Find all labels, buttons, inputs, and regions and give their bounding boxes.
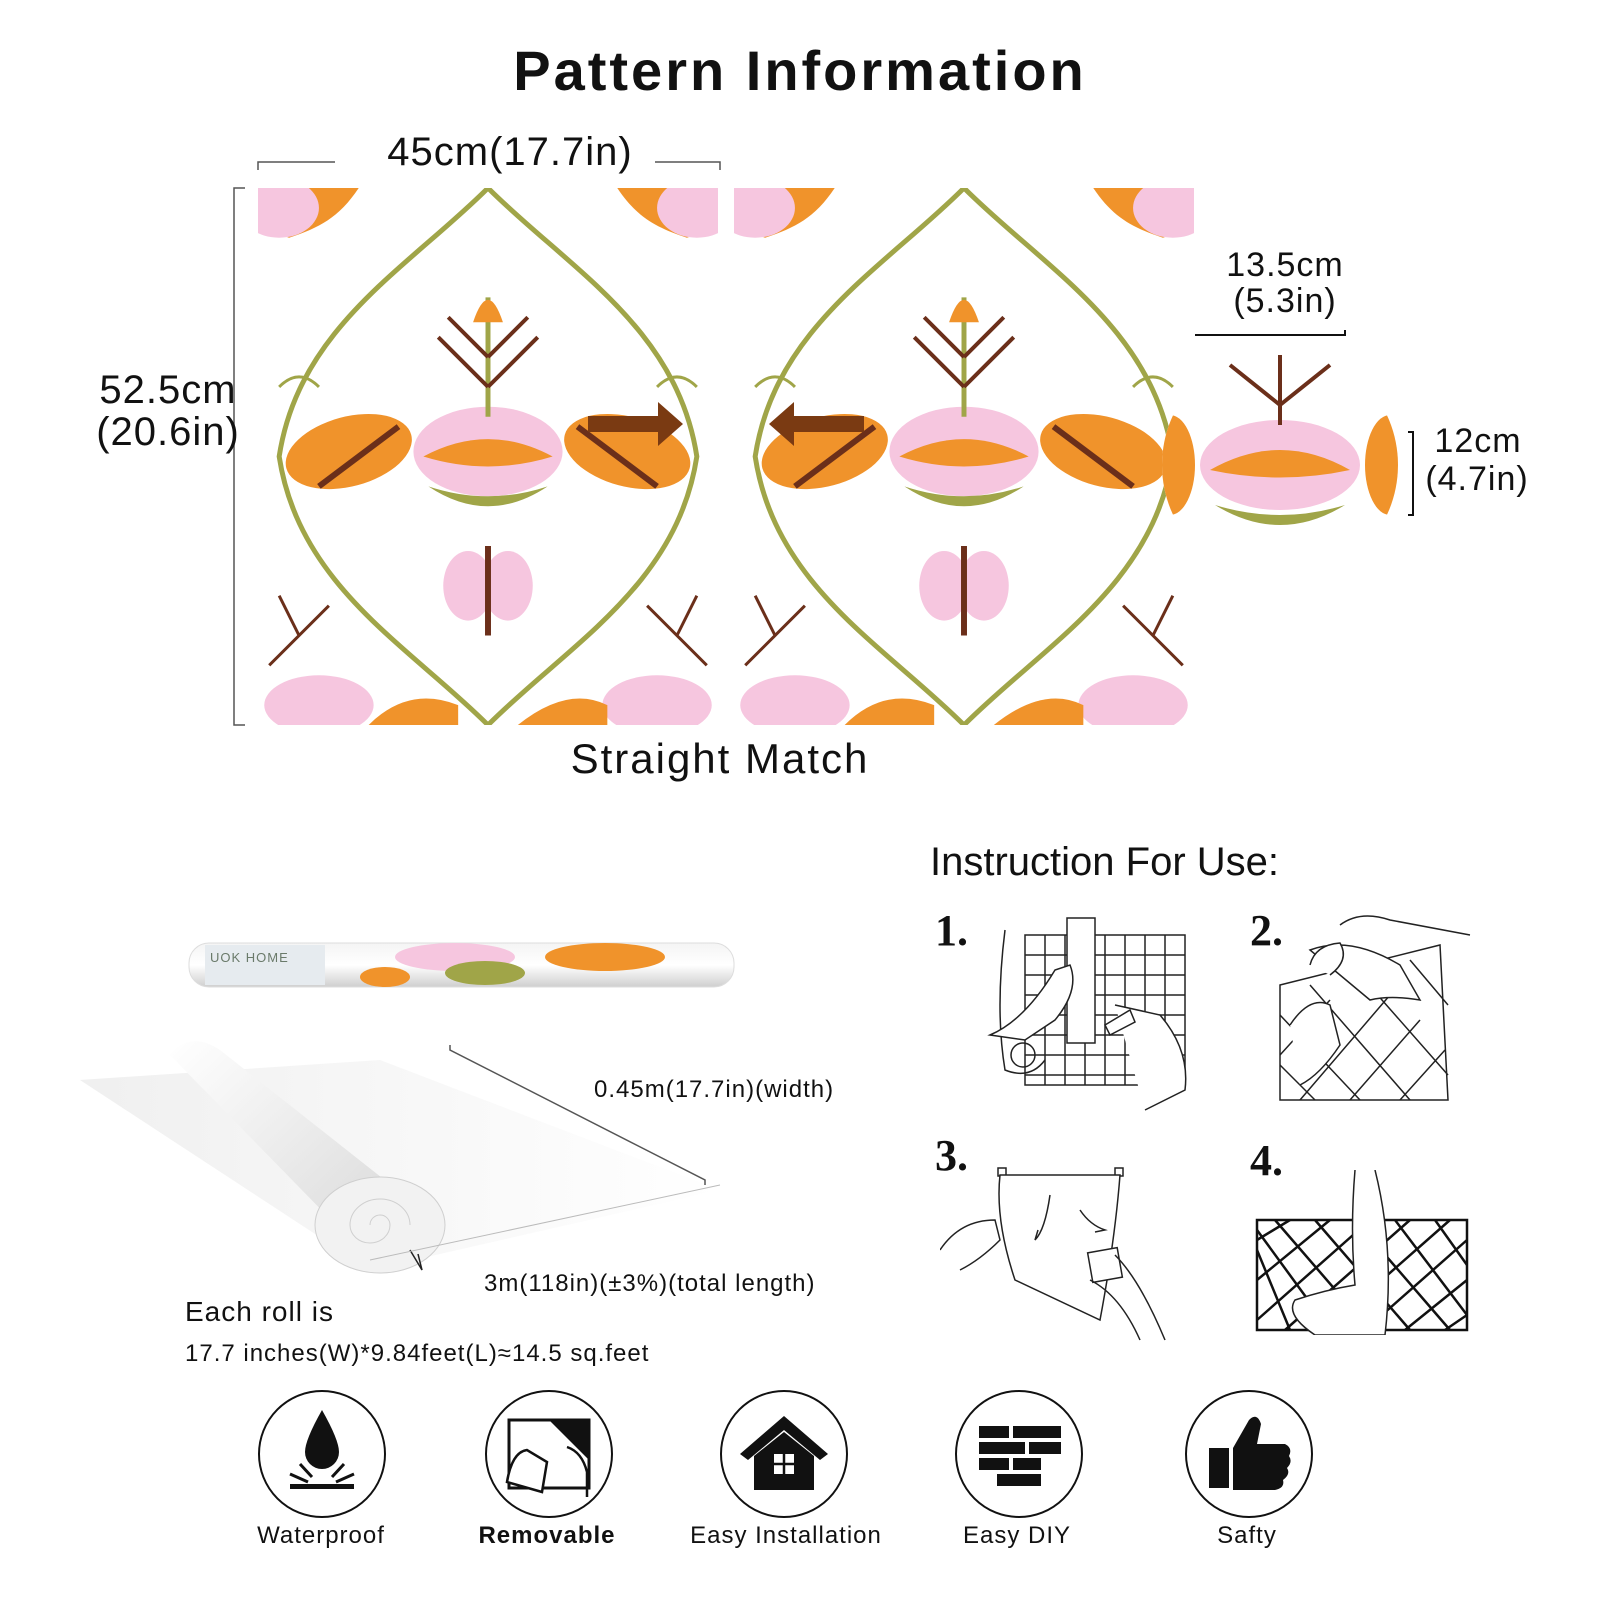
feature-easy-diy-label: Easy DIY: [962, 1522, 1072, 1549]
roll-brand: UOK HOME: [210, 950, 289, 965]
roll-size-detail: 17.7 inches(W)*9.84feet(L)≈14.5 sq.feet: [185, 1340, 650, 1367]
feature-safty-badge: [1185, 1390, 1313, 1518]
pattern-height-cm: 52.5cm: [99, 368, 237, 412]
step-1-number: 1.: [935, 906, 968, 955]
feature-removable-badge: [485, 1390, 613, 1518]
pattern-height-in: (20.6in): [96, 410, 240, 454]
roll-width-label: 0.45m(17.7in)(width): [594, 1076, 835, 1103]
pattern-repeat-circle: [1162, 347, 1398, 583]
step-2-number: 2.: [1250, 906, 1283, 955]
roll-length-label: 3m(118in)(±3%)(total length): [484, 1270, 816, 1297]
peel-hand-icon: [505, 1418, 591, 1497]
roll-size-heading: Each roll is: [185, 1296, 334, 1327]
product-roll-image: [188, 942, 735, 988]
pattern-panel-left: [258, 188, 718, 725]
page-title: Pattern Information: [513, 39, 1087, 102]
feature-easy-installation-label: Easy Installation: [690, 1522, 882, 1549]
step-4-number: 4.: [1250, 1136, 1283, 1185]
dimension-lines: [233, 161, 1414, 726]
feature-safty-label: Safty: [1217, 1522, 1277, 1549]
match-type-label: Straight Match: [570, 735, 870, 782]
arrow-right-icon: [588, 402, 683, 446]
feature-removable-label: Removable: [478, 1522, 616, 1549]
water-drop-icon: [289, 1410, 355, 1489]
feature-waterproof-label: Waterproof: [257, 1522, 385, 1549]
repeat-height-in: (4.7in): [1425, 460, 1529, 498]
repeat-width-in: (5.3in): [1233, 282, 1337, 320]
feature-easy-diy-badge: [955, 1390, 1083, 1518]
repeat-width-cm: 13.5cm: [1226, 246, 1344, 284]
arrow-left-icon: [769, 402, 864, 446]
step-4-smooth-icon: [1255, 1170, 1469, 1335]
step-3-apply-icon: [940, 1167, 1166, 1341]
brick-wall-icon: [979, 1426, 1061, 1486]
pattern-width-label: 45cm(17.7in): [387, 130, 633, 174]
step-2-peel-icon: [1279, 915, 1471, 1101]
pattern-panel-right: [734, 188, 1194, 725]
feature-waterproof-badge: [258, 1390, 386, 1518]
step-1-cut-icon: [987, 917, 1187, 1111]
house-icon: [740, 1416, 828, 1490]
instructions-title: Instruction For Use:: [930, 840, 1280, 884]
thumbs-up-icon: [1209, 1416, 1291, 1490]
feature-easy-installation-badge: [720, 1390, 848, 1518]
rolled-paper-illustration: [80, 1041, 721, 1274]
step-3-number: 3.: [935, 1131, 968, 1180]
repeat-height-cm: 12cm: [1434, 422, 1522, 460]
